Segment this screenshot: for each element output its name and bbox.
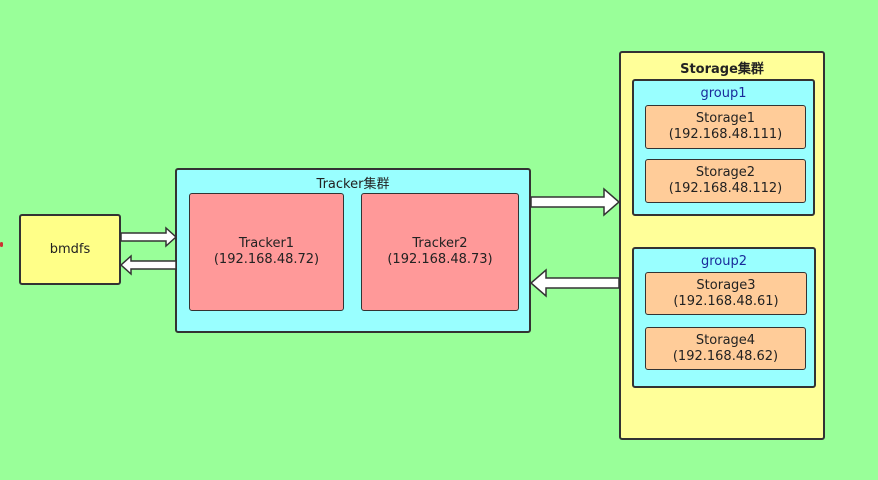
storage-cluster[interactable]: Storage集群 group1 Storage1 (192.168.48.11…: [619, 51, 825, 440]
tracker-node-2[interactable]: Tracker2 (192.168.48.73): [361, 193, 519, 311]
storage-node-1-text: Storage1 (192.168.48.111): [646, 111, 805, 143]
storage-cluster-title: Storage集群: [680, 62, 764, 77]
tracker-cluster[interactable]: Tracker集群 Tracker1 (192.168.48.72) Track…: [175, 168, 531, 333]
storage-4-ip: (192.168.48.62): [672, 348, 779, 364]
group-2-title: group2: [700, 254, 748, 269]
client-node[interactable]: bmdfs: [19, 214, 121, 285]
storage-4-name: Storage4: [695, 332, 756, 348]
storage-node-4[interactable]: Storage4 (192.168.48.62): [645, 327, 806, 370]
storage-3-name: Storage3: [696, 277, 756, 293]
group-2[interactable]: group2 Storage3 (192.168.48.61) Storage4…: [632, 247, 816, 388]
group-1-title: group1: [700, 86, 747, 101]
tracker-2-ip: (192.168.48.73): [387, 252, 493, 267]
client-label: bmdfs: [49, 241, 91, 257]
arrow-tracker-to-storage: [530, 187, 621, 217]
storage-node-3-text: Storage3 (192.168.48.61): [646, 278, 806, 310]
arrow-client-to-tracker: [120, 226, 178, 248]
arrow-storage-to-tracker: [529, 268, 620, 298]
storage-node-4-text: Storage4 (192.168.48.62): [646, 333, 805, 365]
tracker-node-2-text: Tracker2 (192.168.48.73): [362, 236, 518, 268]
storage-node-3[interactable]: Storage3 (192.168.48.61): [645, 272, 807, 315]
storage-node-2-text: Storage2 (192.168.48.112): [646, 165, 805, 197]
storage-2-ip: (192.168.48.112): [668, 181, 783, 196]
storage-1-ip: (192.168.48.111): [668, 127, 783, 142]
tracker-cluster-title: Tracker集群: [316, 177, 390, 192]
group-1[interactable]: group1 Storage1 (192.168.48.111) Storage…: [632, 79, 815, 216]
storage-2-name: Storage2: [695, 165, 756, 180]
storage-node-2[interactable]: Storage2 (192.168.48.112): [645, 159, 806, 203]
tracker-1-name: Tracker1: [238, 236, 295, 251]
tracker-2-name: Tracker2: [412, 236, 468, 251]
arrow-tracker-to-client: [119, 254, 177, 276]
storage-1-name: Storage1: [695, 111, 756, 126]
tracker-node-1[interactable]: Tracker1 (192.168.48.72): [189, 193, 344, 311]
edge-marker: [0, 242, 3, 247]
tracker-node-1-text: Tracker1 (192.168.48.72): [190, 236, 343, 268]
tracker-1-ip: (192.168.48.72): [213, 252, 320, 267]
storage-3-ip: (192.168.48.61): [673, 293, 779, 309]
storage-node-1[interactable]: Storage1 (192.168.48.111): [645, 105, 806, 149]
